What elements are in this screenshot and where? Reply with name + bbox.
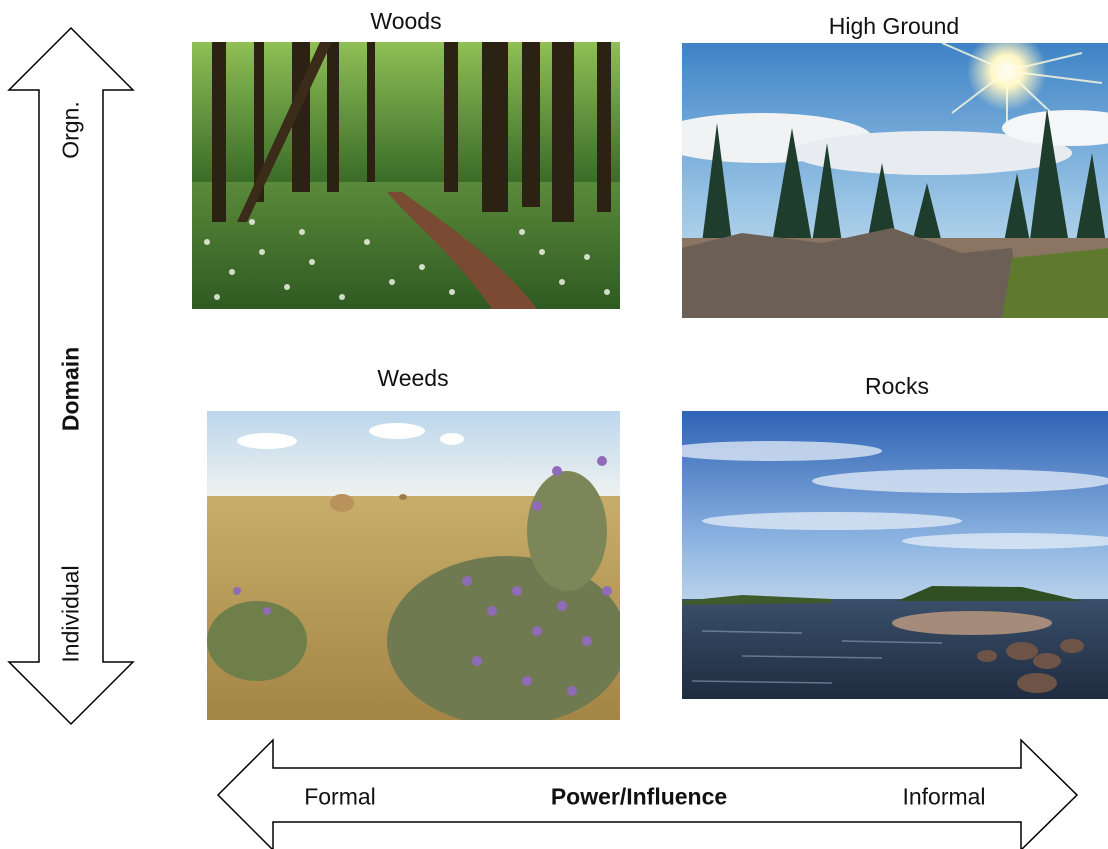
vertical-axis-label: Domain: [57, 346, 84, 432]
quadrant-title-high-ground: High Ground: [828, 13, 960, 39]
weeds-photo: [207, 411, 620, 720]
quadrant-title-weeds: Weeds: [377, 365, 449, 391]
horizontal-axis-left-end: Formal: [304, 783, 376, 810]
quadrant-title-rocks: Rocks: [865, 373, 929, 399]
horizontal-axis-label: Power/Influence: [550, 783, 728, 810]
high-ground-photo: [682, 43, 1108, 318]
vertical-axis-bottom-end: Individual: [57, 565, 84, 663]
woods-photo: [192, 42, 620, 309]
quadrant-title-woods: Woods: [370, 8, 442, 34]
rocks-photo: [682, 411, 1108, 699]
horizontal-axis-right-end: Informal: [902, 783, 986, 810]
vertical-axis-top-end: Orgn.: [57, 101, 84, 159]
